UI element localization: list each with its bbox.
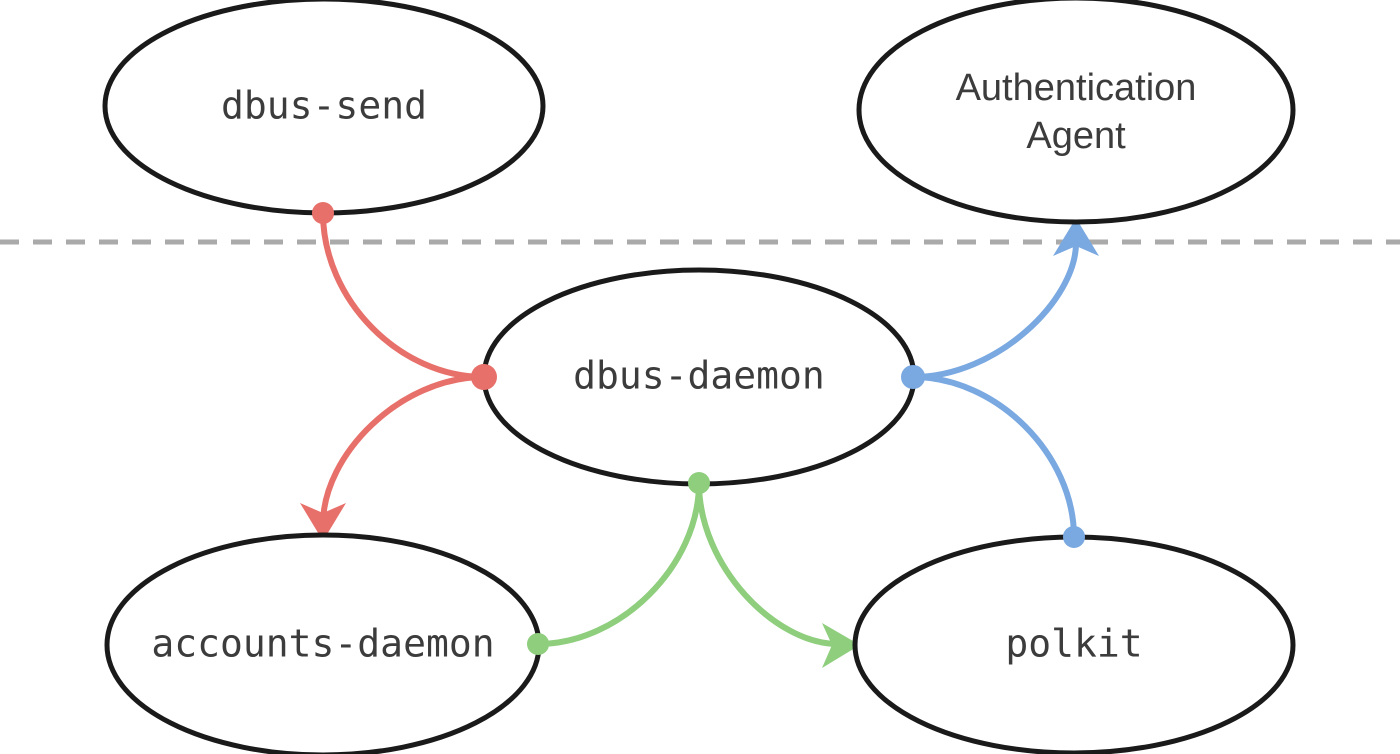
node-dbus-daemon[interactable]: dbus-daemon [481,267,917,487]
node-authentication-agent[interactable]: Authentication Agent [856,0,1296,225]
node-polkit[interactable]: polkit [852,534,1296,754]
anchor-dot-green-on-dbus-daemon [688,472,710,494]
node-dbus-send[interactable]: dbus-send [102,0,546,216]
anchor-dot-red-on-dbus-daemon [471,364,497,390]
anchor-dot-red-on-dbus-send [312,202,334,224]
node-dbus-send-label: dbus-send [221,84,427,128]
edge-red-arrowhead-icon [300,503,346,541]
edge-blue-path [912,240,1079,540]
edge-anchor-dots-overlay [312,202,1085,655]
edge-green-path [535,482,841,647]
edge-red-path [320,210,485,527]
node-authentication-agent-label-line1: Authentication [956,67,1197,109]
node-authentication-agent-label-line2: Agent [1026,115,1126,157]
edge-green-arrowhead-icon [822,623,860,668]
node-accounts-daemon[interactable]: accounts-daemon [104,532,542,754]
edge-red-dbus-send-to-accounts-daemon[interactable] [300,202,497,541]
edge-blue-arrowhead-icon [1053,218,1099,256]
edge-green-accounts-daemon-to-polkit[interactable] [527,472,860,668]
anchor-dot-blue-on-polkit [1063,526,1085,548]
node-authentication-agent-ellipse [856,0,1296,225]
edge-blue-polkit-to-authentication-agent[interactable] [901,218,1099,548]
node-polkit-label: polkit [1005,622,1142,666]
node-accounts-daemon-label: accounts-daemon [151,622,494,666]
node-dbus-daemon-label: dbus-daemon [573,354,825,398]
anchor-dot-blue-on-dbus-daemon [901,365,925,389]
anchor-dot-green-on-accounts-daemon [527,633,549,655]
